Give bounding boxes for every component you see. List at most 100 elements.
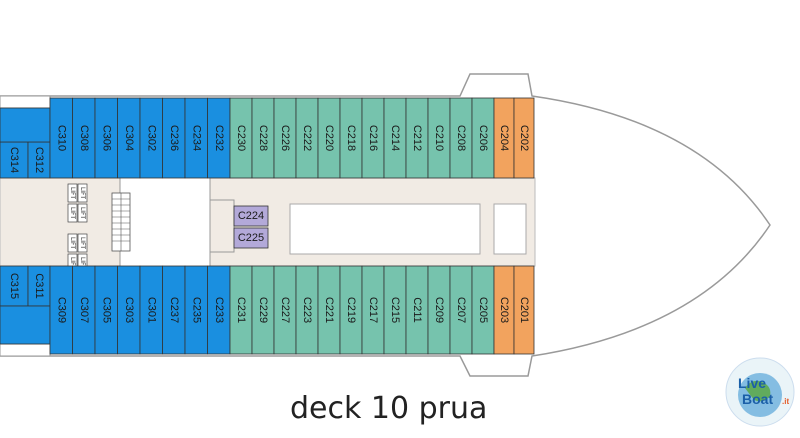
- cabin-label: C231: [235, 297, 247, 323]
- cabin-C228[interactable]: C228: [251, 97, 275, 179]
- cabin-label: C305: [100, 297, 112, 323]
- cabin-group: C314 C312 C310 C308 C306 C304 C302 C236 C234 C232…: [0, 97, 535, 355]
- cabin-label: C221: [323, 297, 335, 323]
- cabin-label: C233: [213, 297, 225, 323]
- cabin-C301[interactable]: C301: [139, 265, 163, 355]
- cabin-C210[interactable]: C210: [427, 97, 451, 179]
- lift-label: LIFT: [69, 187, 76, 199]
- cabin-C237[interactable]: C237: [162, 265, 186, 355]
- cabin-label: C307: [78, 297, 90, 323]
- cabin-C308[interactable]: C308: [72, 97, 96, 179]
- lift-label: LIFT: [79, 187, 86, 199]
- cabin-label: C309: [55, 297, 67, 323]
- cabin-C225[interactable]: C225: [233, 227, 269, 249]
- lift-label: LIFT: [69, 257, 76, 269]
- cabin-C310[interactable]: C310: [49, 97, 73, 179]
- cabin-label: C308: [78, 125, 90, 151]
- cabin-C202[interactable]: C202: [513, 97, 535, 179]
- cabin-C208[interactable]: C208: [449, 97, 473, 179]
- lift-label: LIFT: [79, 207, 86, 219]
- cabin-C216[interactable]: C216: [361, 97, 385, 179]
- cabin-C227[interactable]: C227: [273, 265, 297, 355]
- cabin-C204[interactable]: C204: [493, 97, 515, 179]
- cabin-C309[interactable]: C309: [49, 265, 73, 355]
- cabin-block-partial: [0, 107, 51, 143]
- cabin-C221[interactable]: C221: [317, 265, 341, 355]
- cabin-label: C203: [498, 297, 510, 323]
- cabin-label: C314: [8, 147, 20, 173]
- cabin-label: C312: [33, 147, 45, 173]
- stairwell-inner: [209, 199, 235, 253]
- cabin-C223[interactable]: C223: [295, 265, 319, 355]
- cabin-label: C227: [279, 297, 291, 323]
- lift-icon: LIFT: [67, 183, 78, 203]
- deck-caption: deck 10 prua: [290, 391, 487, 426]
- cabin-C235[interactable]: C235: [184, 265, 208, 355]
- cabin-C229[interactable]: C229: [251, 265, 275, 355]
- cabin-label: C226: [279, 125, 291, 151]
- cabin-label: C229: [257, 297, 269, 323]
- cabin-C311[interactable]: C311: [27, 265, 51, 307]
- cabin-C201[interactable]: C201: [513, 265, 535, 355]
- cabin-label: C232: [213, 125, 225, 151]
- cabin-label: C204: [498, 125, 510, 151]
- cabin-label: C301: [145, 297, 157, 323]
- cabin-C232[interactable]: C232: [207, 97, 231, 179]
- cabin-C234[interactable]: C234: [184, 97, 208, 179]
- cabin-C219[interactable]: C219: [339, 265, 363, 355]
- lift-icon: LIFT: [67, 203, 78, 223]
- lift-label: LIFT: [69, 237, 76, 249]
- cabin-C303[interactable]: C303: [117, 265, 141, 355]
- cabin-C222[interactable]: C222: [295, 97, 319, 179]
- cabin-C220[interactable]: C220: [317, 97, 341, 179]
- cabin-C207[interactable]: C207: [449, 265, 473, 355]
- logo-icon: Live Boat .it: [725, 357, 795, 427]
- cabin-C224[interactable]: C224: [233, 205, 269, 227]
- cabin-C304[interactable]: C304: [117, 97, 141, 179]
- cabin-label: C208: [455, 125, 467, 151]
- cabin-C312[interactable]: C312: [27, 141, 51, 179]
- cabin-C215[interactable]: C215: [383, 265, 407, 355]
- cabin-C233[interactable]: C233: [207, 265, 231, 355]
- stairs-icon: [111, 192, 131, 252]
- cabin-C209[interactable]: C209: [427, 265, 451, 355]
- logo-text-suffix: .it: [782, 397, 789, 406]
- cabin-C203[interactable]: C203: [493, 265, 515, 355]
- cabin-C226[interactable]: C226: [273, 97, 297, 179]
- cabin-C315[interactable]: C315: [0, 265, 29, 307]
- cabin-C231[interactable]: C231: [229, 265, 253, 355]
- cabin-label: C201: [518, 297, 530, 323]
- cabin-C307[interactable]: C307: [72, 265, 96, 355]
- cabin-label: C237: [168, 297, 180, 323]
- cabin-C205[interactable]: C205: [471, 265, 495, 355]
- cabin-C214[interactable]: C214: [383, 97, 407, 179]
- cabin-label: C216: [367, 125, 379, 151]
- cabin-label: C209: [433, 297, 445, 323]
- cabin-label: C224: [238, 210, 264, 222]
- cabin-C206[interactable]: C206: [471, 97, 495, 179]
- cabin-label: C315: [8, 273, 20, 299]
- cabin-label: C236: [168, 125, 180, 151]
- cabin-C230[interactable]: C230: [229, 97, 253, 179]
- cabin-C212[interactable]: C212: [405, 97, 429, 179]
- cabin-label: C210: [433, 125, 445, 151]
- cabin-label: C205: [477, 297, 489, 323]
- cabin-C236[interactable]: C236: [162, 97, 186, 179]
- cabin-C217[interactable]: C217: [361, 265, 385, 355]
- cabin-label: C304: [123, 125, 135, 151]
- cabin-C306[interactable]: C306: [94, 97, 118, 179]
- cabin-C218[interactable]: C218: [339, 97, 363, 179]
- cabin-label: C222: [301, 125, 313, 151]
- cabin-label: C302: [145, 125, 157, 151]
- cabin-C211[interactable]: C211: [405, 265, 429, 355]
- cabin-label: C311: [33, 273, 45, 298]
- cabin-C314[interactable]: C314: [0, 141, 29, 179]
- cabin-C305[interactable]: C305: [94, 265, 118, 355]
- cabin-C302[interactable]: C302: [139, 97, 163, 179]
- open-area-small: [493, 203, 527, 255]
- cabin-label: C219: [345, 297, 357, 323]
- cabin-label: C206: [477, 125, 489, 151]
- cabin-label: C220: [323, 125, 335, 151]
